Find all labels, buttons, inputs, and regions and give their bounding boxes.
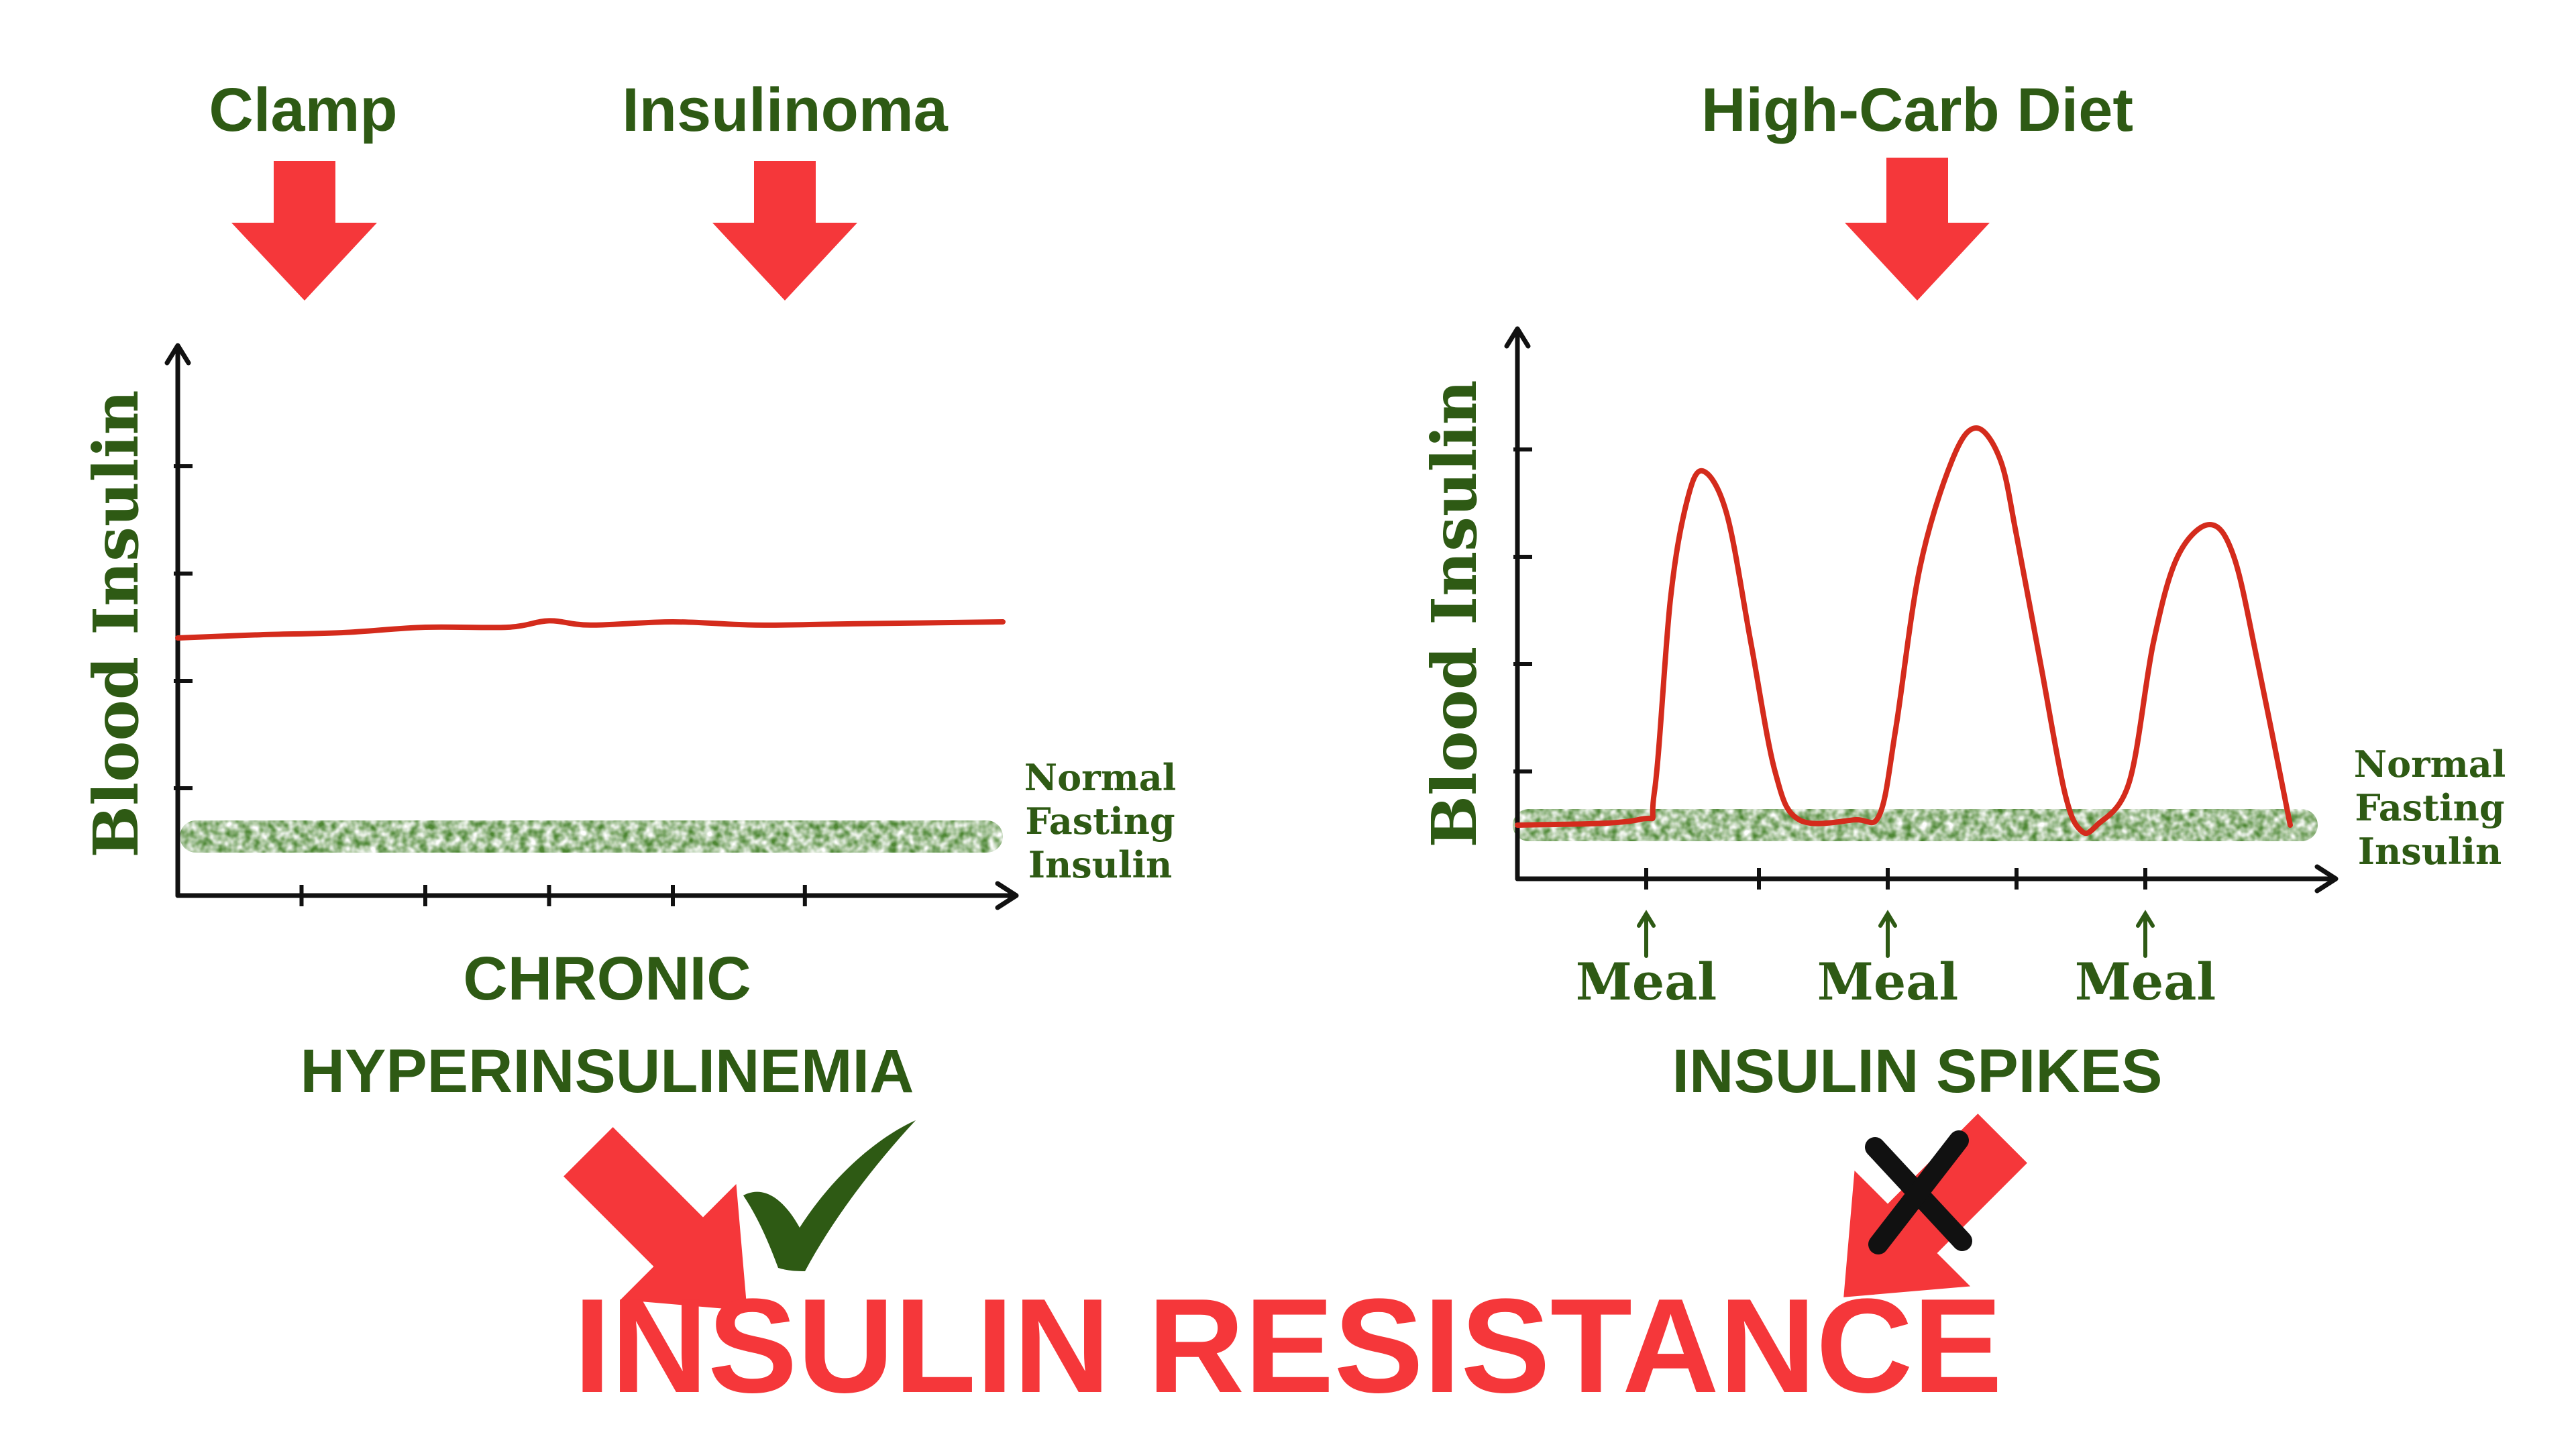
cross-icon	[1865, 1130, 1972, 1254]
cause-label-clamp: Clamp	[209, 76, 397, 144]
left-chart	[164, 343, 1019, 910]
cause-label-high-carb-diet: High-Carb Diet	[1701, 76, 2133, 144]
insulin-line	[175, 618, 1006, 641]
band-label-line-1: Normal	[1024, 756, 1176, 799]
y-axis	[1504, 326, 1531, 881]
x-axis	[1515, 864, 2339, 894]
normal-fasting-band	[1513, 809, 2318, 841]
right-chart: Meal Meal Meal	[1504, 326, 2339, 1012]
y-axis-label: Blood Insulin	[80, 390, 152, 857]
y-axis-label: Blood Insulin	[1418, 380, 1491, 847]
insulin-spikes-line	[1515, 425, 2293, 837]
meal-label: Meal	[1576, 952, 1717, 1012]
caption: INSULIN SPIKES	[1672, 1037, 2162, 1106]
down-arrow-icon	[231, 161, 377, 301]
band-label-line-3: Insulin	[1028, 843, 1172, 886]
band-label-line-3: Insulin	[2358, 830, 2502, 873]
down-arrow-icon	[1845, 158, 1990, 301]
meal-arrow-icon	[1878, 910, 1897, 958]
meal-arrow-icon	[2136, 910, 2155, 958]
normal-fasting-band	[180, 820, 1003, 853]
meal-arrow-icon	[1637, 910, 1656, 958]
caption-line-1: CHRONIC	[463, 945, 751, 1013]
left-panel: Clamp Insulinoma Blood Insulin Normal Fa…	[80, 76, 1176, 1311]
cause-label-insulinoma: Insulinoma	[622, 76, 948, 144]
band-label-line-2: Fasting	[2355, 786, 2504, 829]
down-arrow-icon	[712, 161, 857, 301]
right-panel: High-Carb Diet Meal Meal Meal Blood Insuli…	[1418, 76, 2506, 1297]
caption-line-2: HYPERINSULINEMIA	[301, 1037, 914, 1106]
band-label-line-2: Fasting	[1025, 800, 1175, 843]
check-icon	[743, 1120, 916, 1271]
y-axis	[164, 343, 191, 898]
diagonal-arrow-icon	[564, 1127, 747, 1311]
meal-label: Meal	[1817, 952, 1959, 1012]
x-axis	[175, 881, 1019, 910]
band-label-line-1: Normal	[2354, 743, 2506, 786]
conclusion-title: INSULIN RESISTANCE	[574, 1271, 2002, 1421]
meal-label: Meal	[2075, 952, 2216, 1012]
